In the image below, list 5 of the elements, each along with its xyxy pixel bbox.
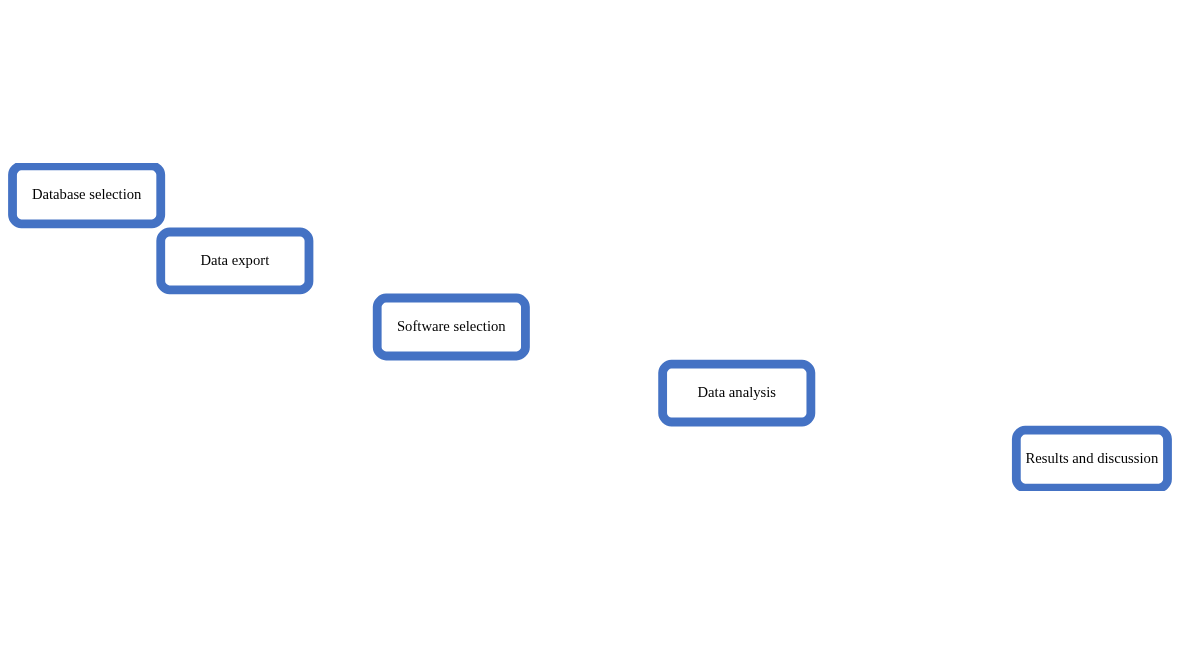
node-box: Data analysis (658, 359, 816, 426)
node-box: Software selection (372, 293, 530, 360)
node-box: Data export (156, 227, 314, 294)
node-box: Results and discussion (1011, 425, 1172, 491)
node-box: Database selection (8, 162, 166, 228)
